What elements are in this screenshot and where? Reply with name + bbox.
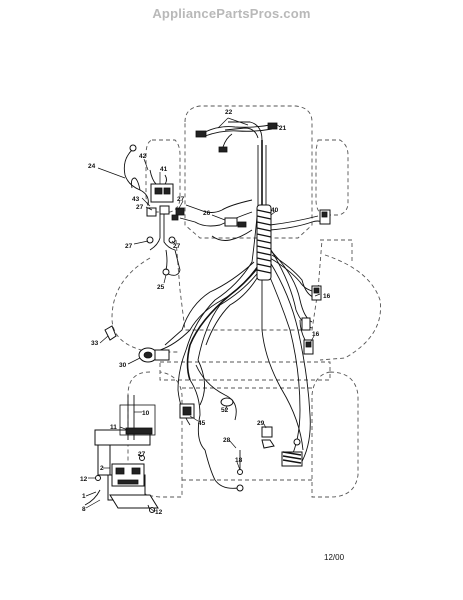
callout-27: 27	[173, 243, 181, 250]
callout-12: 12	[155, 509, 163, 516]
callout-1: 1	[82, 493, 86, 500]
headlight-harness-22	[195, 117, 281, 153]
callout-leaders	[85, 158, 321, 513]
date-code: 12/00	[324, 553, 345, 562]
callout-24: 24	[88, 163, 96, 170]
callout-52: 52	[221, 407, 229, 414]
callout-10: 10	[142, 410, 150, 417]
callout-27: 27	[125, 243, 133, 250]
lower-center-components	[179, 397, 303, 492]
callout-8: 8	[82, 506, 86, 513]
callout-40: 40	[271, 207, 279, 214]
callout-12: 12	[80, 476, 88, 483]
callout-45: 45	[198, 420, 206, 427]
callout-labels: 22 21 24 42 41 43 27 27 27 27 26 40 25 1…	[80, 109, 331, 516]
ignition-switch-30	[104, 325, 170, 363]
callout-16: 16	[312, 331, 320, 338]
callout-28: 28	[223, 437, 231, 444]
callout-22: 22	[225, 109, 233, 116]
callout-43: 43	[132, 196, 140, 203]
callout-18: 18	[235, 457, 243, 464]
callout-27: 27	[138, 451, 146, 458]
callout-30: 30	[119, 362, 127, 369]
callout-16: 16	[323, 293, 331, 300]
callout-11: 11	[110, 424, 117, 431]
callout-2: 2	[100, 465, 104, 472]
callout-41: 41	[160, 166, 168, 173]
watermark: AppliancePartsPros.com	[152, 6, 311, 21]
left-harness-components	[123, 144, 185, 276]
tractor-outline	[111, 105, 382, 498]
right-harness-components	[224, 209, 331, 355]
callout-26: 26	[203, 210, 211, 217]
callout-42: 42	[139, 153, 147, 160]
callout-29: 29	[257, 420, 265, 427]
harness-sleeve-40	[256, 204, 272, 281]
battery-assembly	[84, 395, 159, 513]
callout-33: 33	[91, 340, 99, 347]
callout-21: 21	[279, 125, 287, 132]
callout-27: 27	[136, 204, 144, 211]
callout-27: 27	[177, 196, 185, 203]
callout-25: 25	[157, 284, 165, 291]
